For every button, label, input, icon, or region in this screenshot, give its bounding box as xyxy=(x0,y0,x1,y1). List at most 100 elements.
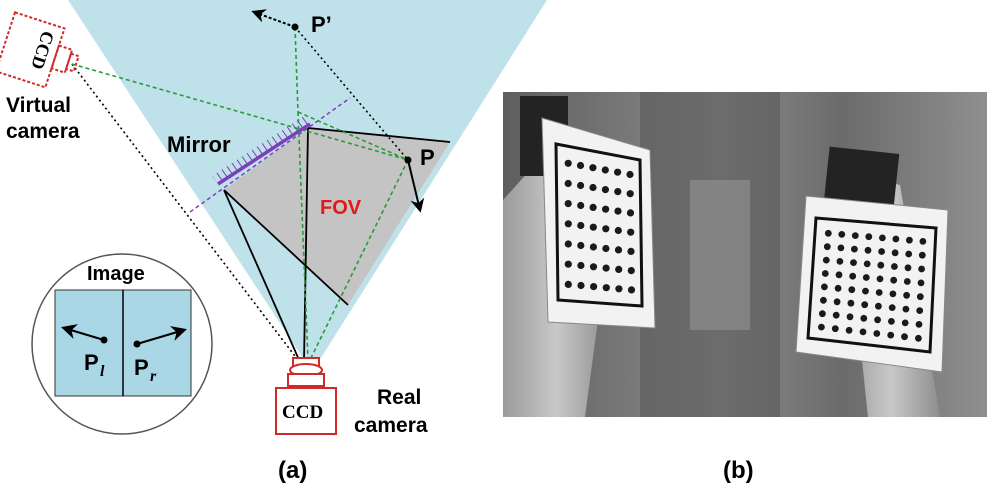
target-dot xyxy=(901,319,909,327)
target-dot xyxy=(891,263,898,270)
left-image-arrow xyxy=(61,324,105,342)
target-dot xyxy=(614,226,622,235)
target-dot xyxy=(919,238,927,245)
target-dot xyxy=(916,293,924,301)
right-calibration-target xyxy=(795,195,949,373)
real-camera-lens-base xyxy=(287,373,325,387)
target-dot xyxy=(564,159,572,167)
image-label: Image xyxy=(87,263,145,285)
target-dot xyxy=(879,234,886,242)
target-dot xyxy=(837,244,845,252)
target-dot xyxy=(864,246,872,254)
target-dot xyxy=(862,287,869,295)
target-dot xyxy=(862,274,870,281)
right-image-arrow xyxy=(136,326,187,346)
virtual-camera-label-line1: Virtual xyxy=(6,94,71,117)
target-dot xyxy=(602,205,610,213)
target-dot xyxy=(626,209,635,217)
target-dot xyxy=(602,225,610,233)
target-dot xyxy=(833,298,841,306)
target-dot xyxy=(626,190,634,198)
right-target-frame xyxy=(806,216,938,354)
target-dot xyxy=(577,281,585,290)
target-dot xyxy=(822,256,830,264)
target-dot xyxy=(821,283,828,291)
target-dot xyxy=(878,248,885,255)
target-dot xyxy=(564,179,572,188)
target-dot xyxy=(589,223,597,231)
mirror-label: Mirror xyxy=(167,132,231,157)
target-dot xyxy=(589,164,597,172)
target-dot xyxy=(821,270,829,277)
target-dot xyxy=(602,244,610,253)
target-dot xyxy=(564,280,572,288)
virtual-camera-lens xyxy=(50,44,74,74)
target-dot xyxy=(906,236,913,244)
target-dot xyxy=(916,307,924,314)
target-dot xyxy=(627,286,636,294)
target-dot xyxy=(891,249,899,257)
left-target-board xyxy=(541,117,656,329)
photo-bg-highlight xyxy=(690,180,750,330)
target-dot xyxy=(589,183,597,192)
target-dot xyxy=(601,186,610,194)
target-dot xyxy=(892,235,900,243)
target-dot xyxy=(564,200,572,208)
dotted-p-prime-to-p xyxy=(294,26,409,161)
green-ray-p-to-camera xyxy=(309,159,409,361)
motion-arrow-p xyxy=(407,159,425,213)
target-dot xyxy=(627,267,635,275)
panel-a-caption: (a) xyxy=(278,457,307,484)
target-dot xyxy=(577,221,585,230)
ray-black-left xyxy=(223,189,301,363)
real-ccd-label: CCD xyxy=(282,402,323,423)
target-dot xyxy=(902,305,910,313)
target-dot xyxy=(905,250,913,258)
target-dot xyxy=(860,314,868,322)
dotted-virtual-to-camera xyxy=(71,63,299,361)
dotted-mirror-axis xyxy=(189,97,351,213)
target-dot xyxy=(835,271,843,279)
point-p-label: P xyxy=(420,145,435,170)
target-dot xyxy=(887,331,895,339)
target-dot xyxy=(904,264,912,272)
target-dot xyxy=(875,302,882,310)
target-dot xyxy=(590,283,598,291)
image-right-half xyxy=(122,289,192,397)
target-dot xyxy=(831,325,839,333)
target-dot xyxy=(602,264,610,272)
target-dot xyxy=(614,207,622,215)
fov-gray-direct xyxy=(306,128,450,305)
target-dot xyxy=(917,279,925,287)
ray-black-right xyxy=(223,189,349,306)
target-dot xyxy=(888,318,895,325)
virtual-ccd-label: CCD xyxy=(27,29,58,72)
target-dot xyxy=(820,296,827,304)
target-dot xyxy=(845,326,853,334)
left-target-dots xyxy=(564,159,636,294)
target-dot xyxy=(851,245,858,253)
target-dot xyxy=(851,232,859,240)
image-left-half xyxy=(54,289,124,397)
target-dot xyxy=(890,276,898,284)
green-ray-mirror-to-camera xyxy=(297,111,309,361)
real-camera-body xyxy=(275,387,337,435)
target-dot xyxy=(875,289,883,296)
target-dot xyxy=(849,272,857,280)
left-target-frame xyxy=(554,142,644,308)
target-dot xyxy=(836,258,844,265)
target-dot xyxy=(889,290,897,298)
target-dot xyxy=(834,284,842,292)
real-camera-label-line1: Real xyxy=(377,386,421,409)
target-dot xyxy=(626,170,634,179)
point-p-prime-label: P’ xyxy=(311,12,332,37)
right-image-point-label: P xyxy=(134,355,149,380)
target-dot xyxy=(903,291,910,299)
target-dot xyxy=(589,203,597,211)
green-ray-p-prime-down xyxy=(294,26,299,113)
target-dot xyxy=(863,260,871,268)
target-dot xyxy=(901,333,908,341)
target-dot xyxy=(915,334,922,342)
target-dot xyxy=(865,233,873,241)
target-dot xyxy=(819,310,826,318)
